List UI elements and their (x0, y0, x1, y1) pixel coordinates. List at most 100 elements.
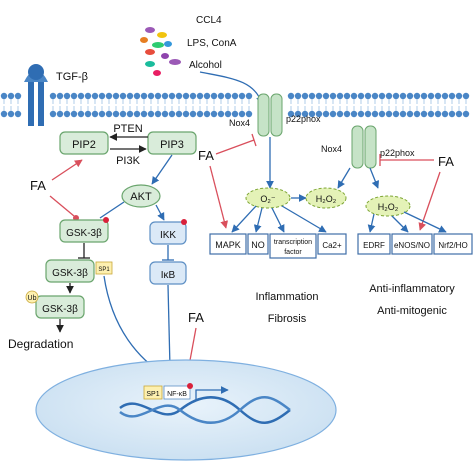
membrane-bead (147, 110, 155, 118)
membrane-bead (238, 110, 246, 118)
tgf-beta-receptor (24, 64, 48, 126)
membrane-bead (378, 110, 386, 118)
pip3-node (147, 131, 197, 155)
membrane-bead (196, 110, 204, 118)
p22phox-left-label: p22phox (286, 114, 321, 124)
gsk3b-label-b: GSK-3β (52, 268, 88, 279)
membrane-bead (63, 110, 71, 118)
membrane-bead (147, 92, 155, 100)
fa-left-label: FA (30, 178, 46, 193)
membrane-bead (133, 92, 141, 100)
gsk3b-node-c (35, 295, 85, 319)
membrane-bead (413, 92, 421, 100)
receptor-label: TGF-β (56, 71, 88, 83)
sp1-badge-label: SP1 (98, 267, 110, 273)
h2o2-to-enos-arrow (391, 215, 409, 233)
fa-left-to-pip-arrow (51, 159, 83, 181)
membrane-bead (196, 92, 204, 100)
stimuli-arrow (199, 71, 264, 105)
membrane-bead (189, 110, 197, 118)
membrane-bead (406, 110, 414, 118)
membrane-bead (315, 92, 323, 100)
membrane-bead (0, 110, 8, 118)
edrf-node (357, 233, 391, 255)
ikb-node (149, 261, 187, 285)
pip3-to-akt-arrow (151, 154, 173, 185)
membrane-bead (441, 92, 449, 100)
membrane-bead (392, 110, 400, 118)
membrane-bead (294, 110, 302, 118)
membrane-bead (336, 92, 344, 100)
pi3k-label: PI3K (116, 155, 141, 167)
membrane-bead (364, 92, 372, 100)
membrane-bead (224, 110, 232, 118)
membrane-bead (210, 92, 218, 100)
pten-label: PTEN (113, 123, 142, 135)
membrane-bead (308, 110, 316, 118)
membrane-bead (399, 92, 407, 100)
nucleus-nfkb-badge (163, 385, 191, 400)
cell-membrane (0, 92, 470, 118)
pip2-node (59, 131, 109, 155)
membrane-bead (0, 92, 8, 100)
membrane-bead (350, 92, 358, 100)
membrane-bead (98, 110, 106, 118)
nucleus (35, 359, 337, 461)
gsk3b-node-a (59, 219, 109, 243)
membrane-bead (378, 92, 386, 100)
membrane-bead (7, 110, 15, 118)
membrane-bead (441, 110, 449, 118)
membrane-bead (308, 92, 316, 100)
membrane-bead (84, 110, 92, 118)
gsk3b-label-a: GSK-3β (66, 228, 102, 239)
membrane-bead (448, 92, 456, 100)
membrane-bead (77, 110, 85, 118)
h2o2-left-label: H₂O₂ (316, 194, 337, 204)
dna-strand-b (119, 396, 291, 424)
membrane-bead (161, 92, 169, 100)
effect-anti-inflammatory: Anti-inflammatory (369, 283, 455, 295)
membrane-bead (7, 92, 15, 100)
enos-label: eNOS/NO (394, 241, 430, 250)
nox4-complex-left (257, 93, 283, 137)
ca-label: Ca2+ (322, 241, 342, 250)
membrane-bead (427, 110, 435, 118)
membrane-bead (301, 110, 309, 118)
ikk-node (149, 221, 187, 245)
membrane-bead (406, 92, 414, 100)
membrane-bead (343, 92, 351, 100)
ikb-label: IκB (161, 270, 176, 281)
pip2-label: PIP2 (72, 139, 96, 151)
membrane-bead (224, 92, 232, 100)
h2o2-right-label: H₂O₂ (378, 202, 399, 212)
o2-to-no-arrow (253, 207, 263, 233)
stimulus-lps-cona: LPS, ConA (187, 38, 237, 49)
akt-to-gsk-inhibit-line (99, 201, 125, 219)
membrane-bead (420, 110, 428, 118)
membrane-bead (154, 110, 162, 118)
membrane-bead (350, 110, 358, 118)
membrane-bead (133, 110, 141, 118)
nox4-complex-right (351, 125, 377, 169)
membrane-bead (91, 92, 99, 100)
effect-fibrosis: Fibrosis (268, 313, 307, 325)
tf-label-line1: transcription (274, 239, 312, 246)
fa-mid-label: FA (198, 148, 214, 163)
gsk3b-node-b (45, 259, 95, 283)
fa-nucleus-label: FA (188, 310, 204, 325)
membrane-bead (294, 92, 302, 100)
no-label: NO (251, 240, 265, 250)
ikk-phospho-dot (181, 219, 187, 225)
membrane-bead (63, 92, 71, 100)
membrane-bead (322, 110, 330, 118)
p22phox-right-label: p22phox (380, 148, 415, 158)
fa-right-label: FA (438, 154, 454, 169)
membrane-bead (329, 92, 337, 100)
membrane-bead (56, 110, 64, 118)
membrane-bead (287, 110, 295, 118)
membrane-bead (175, 110, 183, 118)
membrane-bead (455, 110, 463, 118)
fa-right-to-enos-arrow (418, 171, 441, 231)
nox-right-to-h2o2-left-arrow (337, 167, 351, 189)
